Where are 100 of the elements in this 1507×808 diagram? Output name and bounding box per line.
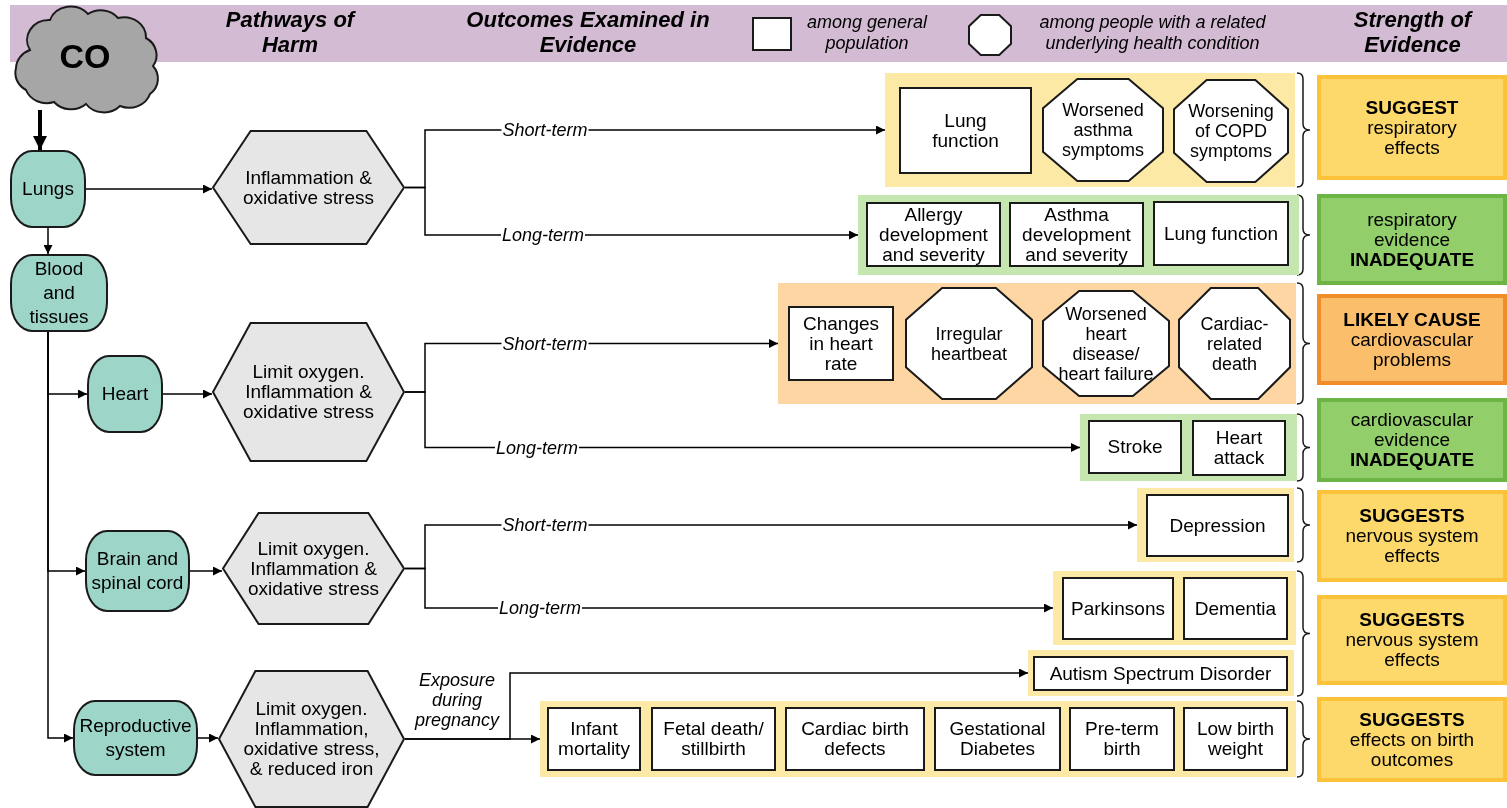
arrow bbox=[33, 110, 47, 150]
node-text: Inflammation & oxidative stress bbox=[242, 167, 375, 208]
organ-box bbox=[10, 150, 86, 228]
node-text: Infant mortality bbox=[557, 719, 631, 759]
node-text: SUGGEST bbox=[1364, 97, 1460, 118]
node-text: Worsened asthma symptoms bbox=[1061, 100, 1145, 160]
outcome-group-band bbox=[885, 73, 1295, 187]
pathway-hexagon bbox=[222, 512, 405, 625]
node-text: Changes in heart rate bbox=[801, 313, 881, 374]
node-text: SUGGESTS bbox=[1358, 506, 1466, 526]
outcome-group-band bbox=[1137, 488, 1294, 562]
organ-box bbox=[85, 530, 190, 612]
arrow bbox=[162, 389, 213, 399]
outcome-group-band bbox=[858, 195, 1299, 275]
arrow bbox=[47, 331, 74, 743]
node-text: respiratory effects bbox=[1366, 117, 1458, 158]
node-text: LIKELY CAUSE bbox=[1342, 309, 1482, 330]
outcome-box bbox=[1192, 420, 1286, 476]
outcome-octagon bbox=[905, 287, 1033, 400]
edge-label: Long-term bbox=[498, 598, 582, 618]
outcome-group-band bbox=[540, 701, 1296, 777]
node-text: INADEQUATE bbox=[1348, 249, 1476, 270]
outcome-box bbox=[1033, 656, 1288, 691]
node-text: Heart attack bbox=[1212, 428, 1266, 468]
edge-label: Exposure during pregnancy bbox=[413, 670, 501, 730]
node-text: Brain and spinal cord bbox=[91, 547, 184, 595]
evidence-box bbox=[1317, 490, 1507, 582]
node-text: respiratory evidence bbox=[1366, 209, 1458, 250]
node-text: Asthma development and severity bbox=[1021, 204, 1132, 265]
outcome-group-band bbox=[1053, 571, 1296, 645]
node-text: Cardiac birth defects bbox=[800, 719, 910, 759]
node-text: Worsened heart disease/ heart failure bbox=[1057, 303, 1155, 384]
outcome-box bbox=[1009, 202, 1144, 267]
node-text: Worsening of COPD symptoms bbox=[1187, 101, 1275, 161]
outcome-box bbox=[1153, 201, 1289, 266]
outcome-octagon bbox=[1042, 78, 1164, 182]
node-text: nervous system effects bbox=[1344, 630, 1480, 670]
pathway-hexagon bbox=[212, 130, 405, 245]
node-text: Allergy development and severity bbox=[878, 204, 989, 265]
outcome-box bbox=[1069, 707, 1175, 771]
pathway-hexagon bbox=[218, 670, 405, 808]
organ-box bbox=[73, 700, 198, 776]
column-heading: Strength of Evidence bbox=[1352, 7, 1474, 57]
node-text: Low birth weight bbox=[1195, 719, 1276, 759]
node-text: cardiovascular evidence bbox=[1349, 410, 1475, 450]
evidence-box bbox=[1317, 75, 1507, 180]
arrow bbox=[197, 733, 219, 743]
evidence-box bbox=[1317, 595, 1507, 685]
node-text: Parkinsons bbox=[1071, 598, 1165, 619]
node-text: nervous system effects bbox=[1344, 526, 1480, 566]
outcome-box bbox=[547, 707, 641, 771]
outcome-group-band bbox=[1028, 650, 1294, 696]
node-text: Stroke bbox=[1107, 437, 1163, 457]
outcome-box bbox=[934, 707, 1061, 771]
node-text: Blood and tissues bbox=[28, 257, 90, 329]
column-heading: Pathways of Harm bbox=[224, 7, 357, 57]
node-text: SUGGESTS bbox=[1358, 709, 1466, 730]
outcome-group-band bbox=[778, 283, 1296, 404]
node-text: Autism Spectrum Disorder bbox=[1049, 663, 1272, 684]
outcome-box bbox=[1146, 494, 1289, 557]
node-text: Dementia bbox=[1194, 598, 1277, 619]
outcome-box bbox=[899, 87, 1032, 174]
node-text: CO bbox=[59, 46, 111, 66]
node-text: Lung function bbox=[931, 110, 1000, 151]
outcome-box bbox=[651, 707, 776, 771]
arrow bbox=[404, 734, 541, 744]
outcome-box bbox=[1183, 707, 1288, 771]
node-text: Pre-term birth bbox=[1084, 719, 1160, 759]
node-text: effects on birth outcomes bbox=[1348, 729, 1476, 770]
node-text: cardiovascular problems bbox=[1349, 329, 1475, 370]
node-text: Reproductive system bbox=[78, 714, 193, 762]
outcome-box bbox=[785, 707, 925, 771]
evidence-box bbox=[1317, 697, 1507, 782]
node-text: Depression bbox=[1169, 515, 1266, 536]
column-heading: Outcomes Examined in Evidence bbox=[465, 7, 711, 57]
node-text: INADEQUATE bbox=[1348, 450, 1476, 470]
pathway-hexagon bbox=[212, 322, 405, 462]
arrow bbox=[85, 184, 213, 194]
arrow bbox=[189, 566, 223, 576]
organ-box bbox=[10, 254, 108, 332]
outcome-box bbox=[788, 306, 894, 381]
node-text: Fetal death/ stillbirth bbox=[662, 719, 765, 759]
node-text: Lung function bbox=[1163, 223, 1279, 244]
node-text: Limit oxygen. Inflammation & oxidative stress bbox=[242, 362, 375, 422]
evidence-box bbox=[1317, 194, 1507, 285]
organ-box bbox=[87, 355, 163, 433]
evidence-box bbox=[1317, 398, 1507, 482]
outcome-box bbox=[1183, 577, 1288, 640]
node-text: Lungs bbox=[22, 177, 74, 201]
node-text: Limit oxygen. Inflammation & oxidative stress bbox=[247, 538, 380, 599]
evidence-box bbox=[1317, 294, 1507, 385]
outcome-box bbox=[1088, 420, 1182, 474]
outcome-octagon bbox=[1173, 79, 1289, 183]
legend-text: among people with a related underlying health condition bbox=[1038, 12, 1267, 54]
edge-label: Long-term bbox=[501, 225, 585, 245]
arrow bbox=[43, 227, 53, 255]
node-text: Limit oxygen. Inflammation, oxidative stress, & reduced iron bbox=[242, 699, 381, 779]
node-text: Heart bbox=[101, 382, 149, 406]
arrow bbox=[404, 391, 1081, 452]
outcome-octagon bbox=[1042, 290, 1170, 397]
